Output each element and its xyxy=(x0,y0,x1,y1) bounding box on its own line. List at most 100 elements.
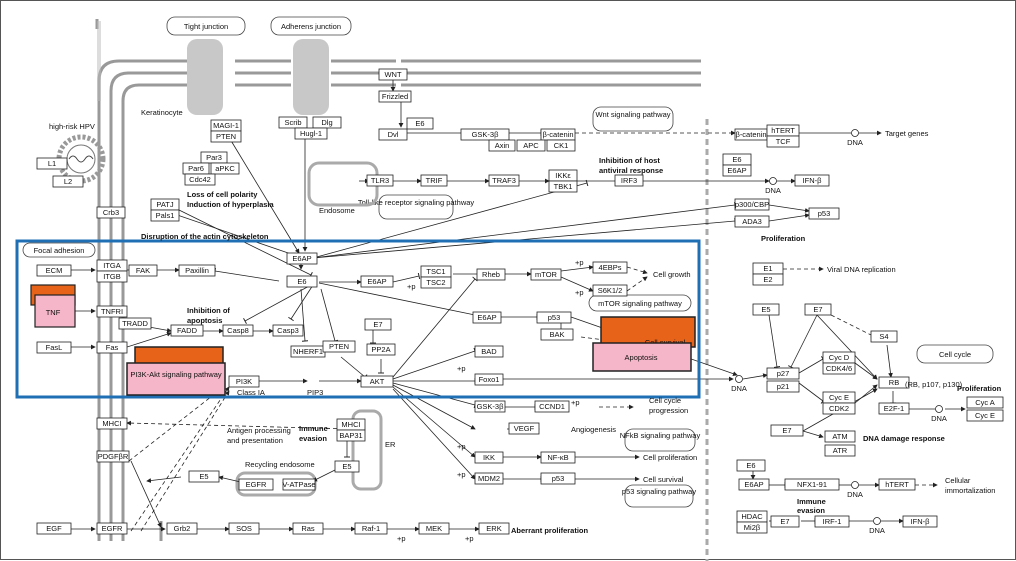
gene-node-traf3[interactable]: TRAF3 xyxy=(488,174,520,187)
gene-node-e6_ht[interactable]: E6 xyxy=(736,459,766,472)
gene-node-tradd[interactable]: TRADD xyxy=(118,317,152,330)
gene-node-vegf[interactable]: VEGF xyxy=(508,422,540,435)
gene-node-tsc2[interactable]: TSC2 xyxy=(420,276,452,289)
gene-node-egfr_e[interactable]: EGFR xyxy=(238,478,274,491)
gene-node-atr[interactable]: ATR xyxy=(824,444,856,457)
gene-node-itgb[interactable]: ITGB xyxy=(96,270,128,283)
gene-node-rb[interactable]: RB xyxy=(878,376,910,389)
pathway-box-wnt[interactable]: Wnt signaling pathway xyxy=(592,106,674,132)
gene-node-bcatenin[interactable]: β-catenin xyxy=(540,128,576,141)
pathway-box-cell-cycle[interactable]: Cell cycle xyxy=(916,344,994,364)
gene-node-gsk3b[interactable]: GSK-3β xyxy=(460,128,510,141)
gene-node-tbk1[interactable]: TBK1 xyxy=(548,180,578,193)
gene-node-apc[interactable]: APC xyxy=(516,139,546,152)
gene-node-e6ap_ht[interactable]: E6AP xyxy=(738,478,770,491)
gene-node-casp8[interactable]: Casp8 xyxy=(222,324,254,337)
gene-node-ifnb[interactable]: IFN-β xyxy=(794,174,830,187)
gene-node-p53_bot[interactable]: p53 xyxy=(540,472,576,485)
gene-node-s6k12[interactable]: S6K1/2 xyxy=(592,284,628,297)
gene-node-frizzled[interactable]: Frizzled xyxy=(378,90,412,103)
gene-node-trif[interactable]: TRIF xyxy=(420,174,448,187)
gene-node-mek[interactable]: MEK xyxy=(418,522,450,535)
gene-node-hdac[interactable]: HDAC xyxy=(736,510,768,523)
gene-node-bak[interactable]: BAK xyxy=(540,328,574,341)
gene-node-fak[interactable]: FAK xyxy=(128,264,158,277)
gene-node-ccnd1[interactable]: CCND1 xyxy=(534,400,570,413)
gene-node-paxillin[interactable]: Paxillin xyxy=(178,264,216,277)
gene-node-ras[interactable]: Ras xyxy=(292,522,324,535)
gene-node-tsc1[interactable]: TSC1 xyxy=(420,265,452,278)
gene-node-tnfr1[interactable]: TNFRI xyxy=(96,305,128,318)
gene-node-e6ap_3[interactable]: E6AP xyxy=(472,311,502,324)
gene-node-gsk3b_2[interactable]: GSK-3β xyxy=(474,400,506,413)
gene-node-e7_atm[interactable]: E7 xyxy=(770,424,804,437)
gene-node-irf3[interactable]: IRF3 xyxy=(614,174,644,187)
gene-node-par3[interactable]: Par3 xyxy=(200,151,228,164)
gene-node-cdk46[interactable]: CDK4/6 xyxy=(822,362,856,375)
gene-node-ikke[interactable]: IKKε xyxy=(548,169,578,182)
gene-node-p300[interactable]: p300/CBP xyxy=(734,198,770,211)
gene-node-mhci_2[interactable]: MHCI xyxy=(336,418,366,431)
gene-node-tlr3[interactable]: TLR3 xyxy=(366,174,394,187)
gene-node-egf[interactable]: EGF xyxy=(36,522,72,535)
gene-node-e2[interactable]: E2 xyxy=(752,273,784,286)
gene-node-htert_2[interactable]: hTERT xyxy=(878,478,916,491)
gene-node-nherf1[interactable]: NHERF1 xyxy=(290,345,326,358)
gene-node-cdc42[interactable]: Cdc42 xyxy=(184,173,216,186)
gene-node-l2[interactable]: L2 xyxy=(52,175,84,188)
gene-node-p53_mid[interactable]: p53 xyxy=(536,311,572,324)
gene-node-atm[interactable]: ATM xyxy=(824,430,856,443)
gene-node-e5_cc[interactable]: E5 xyxy=(752,303,780,316)
pi3k-akt-highlight[interactable]: PI3K-Akt signaling pathway xyxy=(126,346,226,396)
pathway-box-p53[interactable]: p53 signaling pathway xyxy=(622,484,696,508)
gene-node-raf1[interactable]: Raf-1 xyxy=(354,522,388,535)
tnf-highlight[interactable] xyxy=(30,284,76,328)
pathway-box-nfkb[interactable]: NFkB signaling pathway xyxy=(620,428,701,452)
gene-node-nfkb[interactable]: NF-κB xyxy=(540,451,576,464)
gene-node-bap31[interactable]: BAP31 xyxy=(336,429,366,442)
gene-node-erk[interactable]: ERK xyxy=(478,522,510,535)
gene-node-e6_wnt[interactable]: E6 xyxy=(406,117,434,130)
gene-node-e5_2[interactable]: E5 xyxy=(334,460,360,473)
gene-node-ck1[interactable]: CK1 xyxy=(546,139,576,152)
gene-node-p53_top[interactable]: p53 xyxy=(808,207,840,220)
pathway-box-tlr[interactable]: Toll-like receptor signaling pathway xyxy=(358,194,475,220)
gene-node-bcatenin2[interactable]: β-catenin xyxy=(734,128,768,141)
pathway-box-tight-junction[interactable]: Tight junction xyxy=(166,16,246,36)
gene-node-pten_top[interactable]: PTEN xyxy=(210,130,242,143)
gene-node-akt[interactable]: AKT xyxy=(360,375,394,388)
gene-node-pi3k[interactable]: PI3K xyxy=(228,375,260,388)
gene-node-cycd[interactable]: Cyc D xyxy=(822,351,856,364)
gene-node-vatpase[interactable]: V-ATPase xyxy=(282,478,316,491)
gene-node-irf1[interactable]: IRF-1 xyxy=(814,515,850,528)
gene-node-tcf[interactable]: TCF xyxy=(766,135,800,148)
gene-node-scrib[interactable]: Scrib xyxy=(278,116,308,129)
gene-node-e6_tcf[interactable]: E6 xyxy=(722,153,752,166)
gene-node-fasl[interactable]: FasL xyxy=(36,341,72,354)
gene-node-pten[interactable]: PTEN xyxy=(322,340,356,353)
pathway-box-focal-adhesion[interactable]: Focal adhesion xyxy=(22,242,96,258)
gene-node-4ebps[interactable]: 4EBPs xyxy=(592,261,628,274)
gene-node-patj[interactable]: PATJ xyxy=(150,198,180,211)
gene-node-p27[interactable]: p27 xyxy=(766,367,800,380)
gene-node-mhci[interactable]: MHCI xyxy=(96,417,128,430)
gene-node-crb3[interactable]: Crb3 xyxy=(96,206,126,219)
gene-node-apkc[interactable]: aPKC xyxy=(210,162,240,175)
gene-node-e6ap_tcf[interactable]: E6AP xyxy=(722,164,752,177)
gene-node-egfr[interactable]: EGFR xyxy=(96,522,128,535)
gene-node-bad[interactable]: BAD xyxy=(474,345,504,358)
gene-node-rheb[interactable]: Rheb xyxy=(476,268,506,281)
gene-node-foxo1[interactable]: Foxo1 xyxy=(474,373,504,386)
gene-node-cdk2[interactable]: CDK2 xyxy=(822,402,856,415)
gene-node-s4[interactable]: S4 xyxy=(870,330,898,343)
gene-node-mdm2[interactable]: MDM2 xyxy=(474,472,504,485)
gene-node-fadd[interactable]: FADD xyxy=(170,324,204,337)
gene-node-cyce[interactable]: Cyc E xyxy=(822,391,856,404)
pathway-box-adherens-junction[interactable]: Adherens junction xyxy=(270,16,352,36)
gene-node-itga[interactable]: ITGA xyxy=(96,259,128,272)
gene-node-e5_1[interactable]: E5 xyxy=(188,470,220,483)
gene-node-e2f1[interactable]: E2F-1 xyxy=(878,402,910,415)
gene-node-htert[interactable]: hTERT xyxy=(766,124,800,137)
gene-node-e7_cc[interactable]: E7 xyxy=(804,303,832,316)
gene-node-e7_irf[interactable]: E7 xyxy=(770,515,800,528)
